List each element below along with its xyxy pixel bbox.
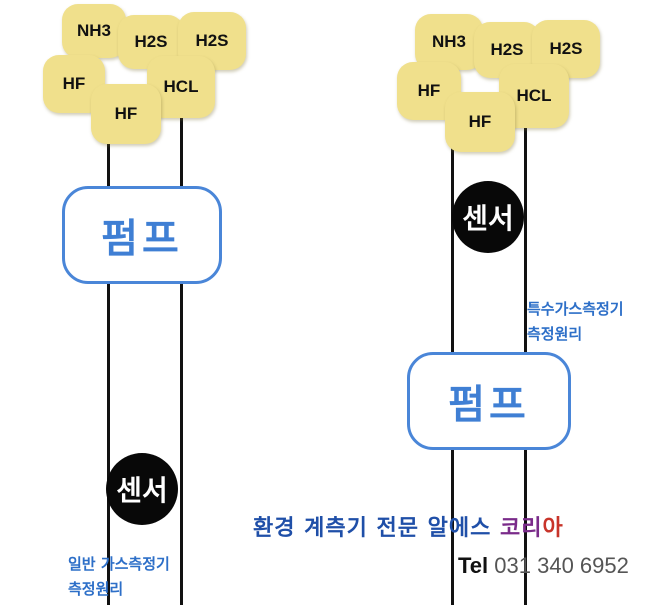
left-gas-nh3: NH3 (62, 4, 126, 58)
left-pipe-right (180, 110, 183, 605)
right-gas-nh3: NH3 (415, 14, 483, 70)
telephone: Tel 031 340 6952 (458, 553, 629, 579)
left-caption-line1: 일반 가스측정기 (68, 555, 170, 573)
tel-number: 031 340 6952 (494, 553, 629, 578)
right-caption-line1: 특수가스측정기 (527, 300, 624, 318)
right-pump: 펌프 (407, 352, 571, 450)
left-caption-line2: 측정원리 (68, 580, 124, 598)
company-name: 환경 계측기 전문 알에스 코리아 (253, 510, 564, 542)
company-name-part1: 환경 계측기 전문 알에스 (253, 516, 501, 541)
right-gas-h2s-2: H2S (532, 20, 600, 78)
company-name-part2: 코리 (500, 516, 543, 541)
left-sensor: 센서 (106, 453, 178, 525)
left-gas-hcl: HCL (147, 56, 215, 118)
right-caption: 특수가스측정기 측정원리 (527, 297, 624, 347)
left-gas-hf-2: HF (91, 84, 161, 144)
left-caption: 일반 가스측정기 측정원리 (68, 552, 170, 602)
left-pipe-left (107, 130, 110, 605)
company-name-part3: 아 (542, 516, 564, 541)
right-caption-line2: 측정원리 (527, 325, 583, 343)
right-sensor: 센서 (452, 181, 524, 253)
tel-label: Tel (458, 553, 489, 578)
right-gas-hf-2: HF (445, 92, 515, 152)
left-pump: 펌프 (62, 186, 222, 284)
